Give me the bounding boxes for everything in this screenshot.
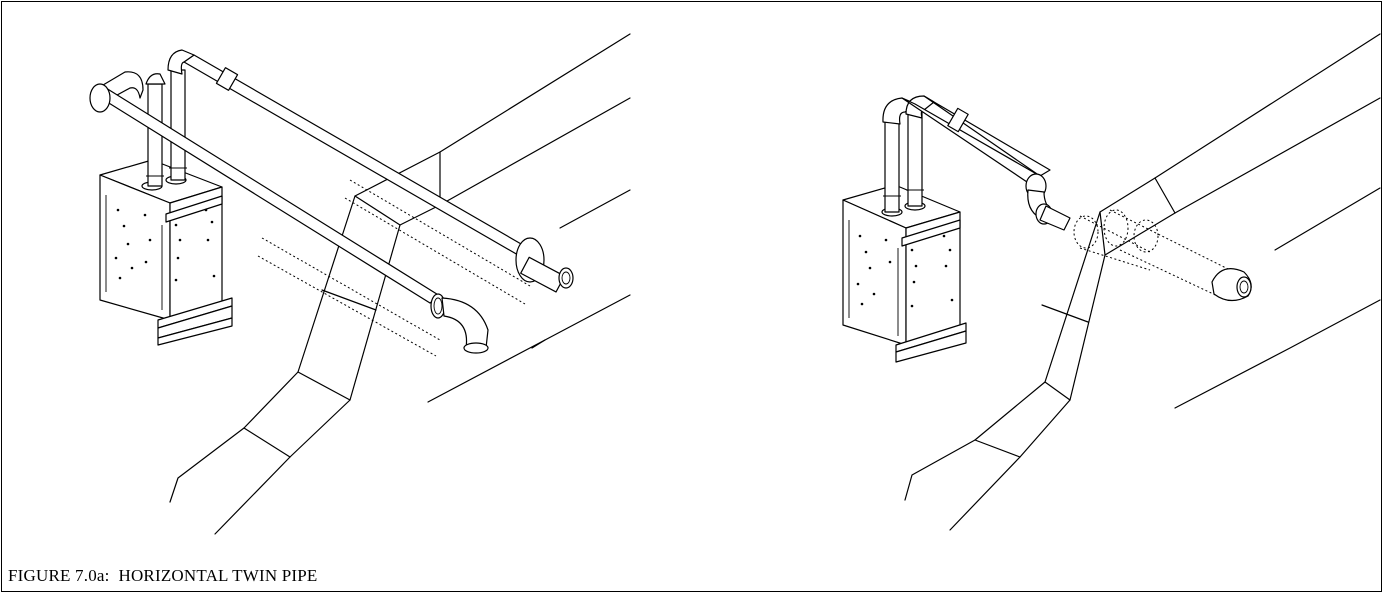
left-panel-wall [169,33,631,535]
left-panel-pipework [89,49,574,357]
left-panel-boiler [99,159,233,346]
right-panel-boiler [842,184,967,363]
figure-caption: FIGURE 7.0a: HORIZONTAL TWIN PIPE [8,566,318,585]
right-panel-wall [904,33,1381,531]
right-panel-pipework [882,95,1252,302]
